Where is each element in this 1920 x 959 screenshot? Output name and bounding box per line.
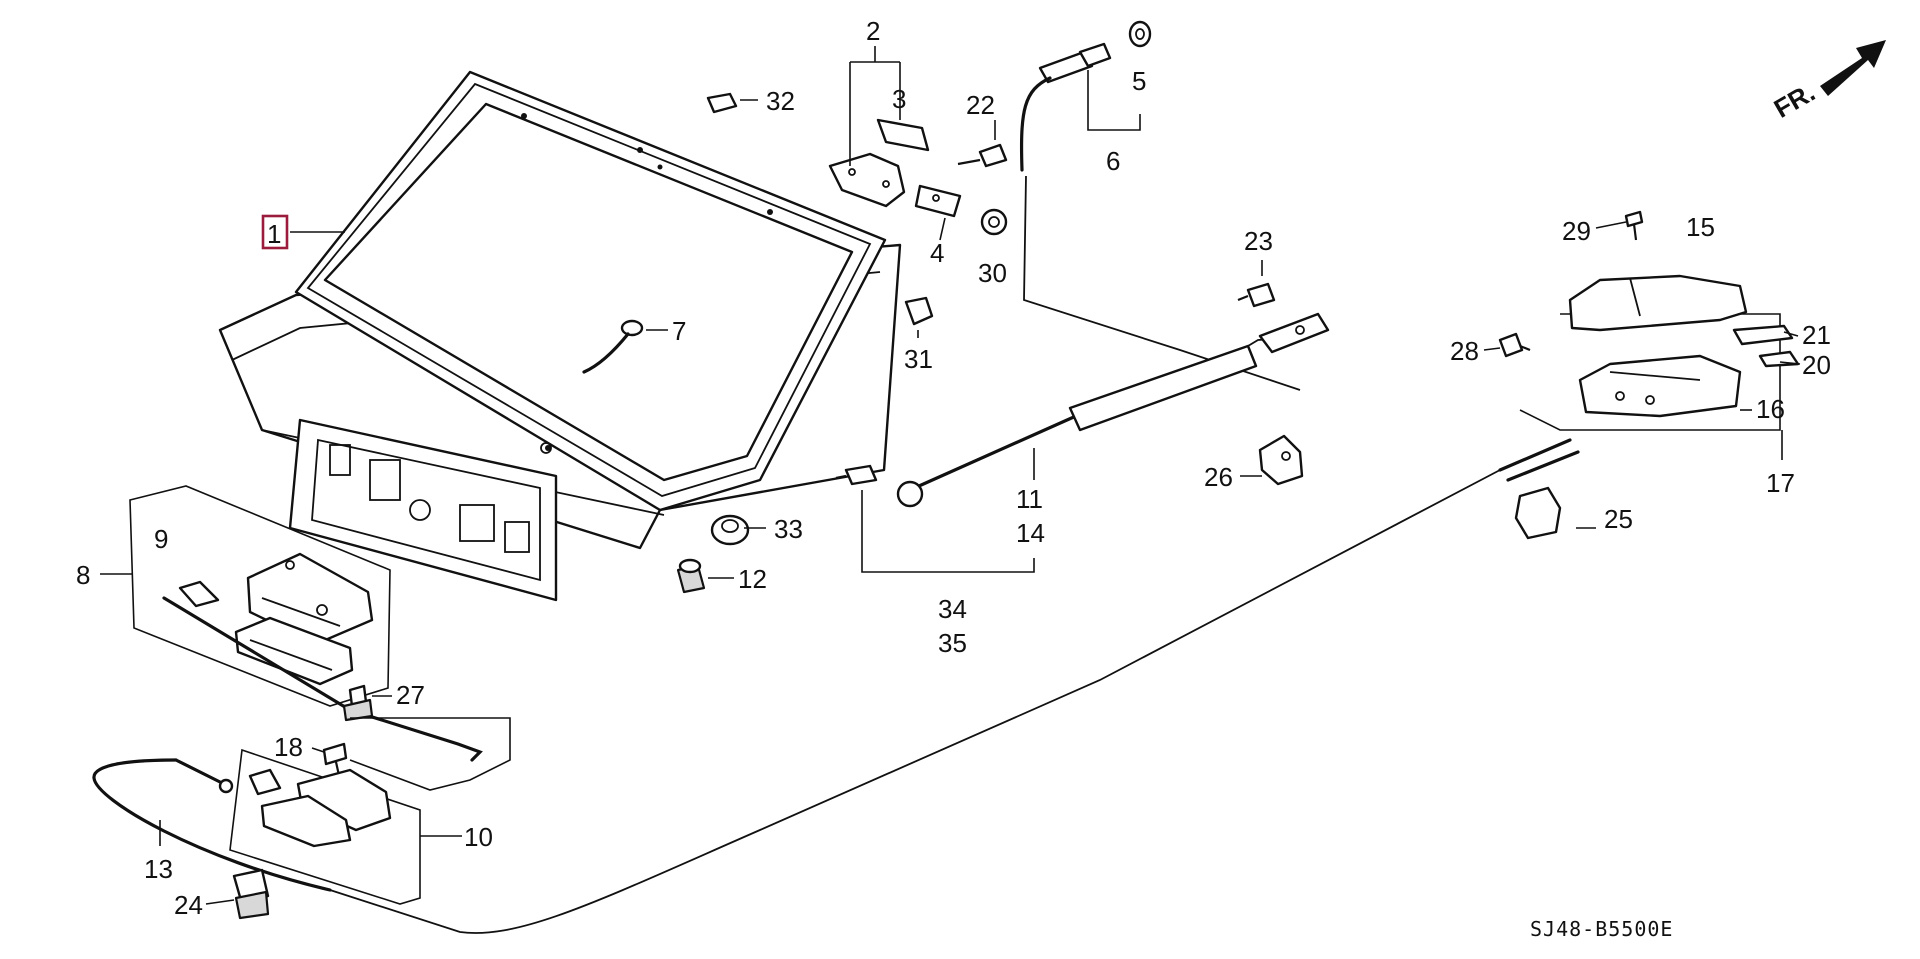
clip-25[interactable] (1514, 486, 1562, 540)
clip-24[interactable] (232, 868, 270, 920)
callout-13[interactable]: 13 (144, 854, 173, 884)
callout-7[interactable]: 7 (672, 316, 686, 346)
callout-30[interactable]: 30 (978, 258, 1007, 288)
clip-26[interactable] (1258, 434, 1304, 486)
callout-4[interactable]: 4 (930, 238, 944, 268)
callout-9[interactable]: 9 (154, 524, 168, 554)
tailgate-assembly[interactable] (218, 70, 902, 602)
callout-15[interactable]: 15 (1686, 212, 1715, 242)
diagram-code: SJ48-B5500E (1530, 917, 1673, 941)
release-cable (329, 469, 1501, 934)
callout-labels: 1 2 3 4 5 6 7 8 9 10 11 14 12 13 15 16 1… (76, 16, 1831, 920)
front-direction-indicator: FR. (1769, 40, 1886, 124)
callout-35[interactable]: 35 (938, 628, 967, 658)
callout-17[interactable]: 17 (1766, 468, 1795, 498)
callout-28[interactable]: 28 (1450, 336, 1479, 366)
callout-27[interactable]: 27 (396, 680, 425, 710)
callout-12[interactable]: 12 (738, 564, 767, 594)
callout-6[interactable]: 6 (1106, 146, 1120, 176)
callout-23[interactable]: 23 (1244, 226, 1273, 256)
callout-1[interactable]: 1 (267, 219, 281, 249)
latch-assembly-8[interactable] (129, 485, 483, 762)
bumper-33[interactable] (710, 514, 750, 546)
front-arrow-icon (1820, 40, 1886, 96)
callout-5[interactable]: 5 (1132, 66, 1146, 96)
callout-3[interactable]: 3 (892, 84, 906, 114)
callout-16[interactable]: 16 (1756, 394, 1785, 424)
callout-2[interactable]: 2 (866, 16, 880, 46)
callout-31[interactable]: 31 (904, 344, 933, 374)
callout-18[interactable]: 18 (274, 732, 303, 762)
lock-assembly-10[interactable] (92, 742, 421, 905)
callout-26[interactable]: 26 (1204, 462, 1233, 492)
opener-assembly-17[interactable] (1498, 210, 1800, 482)
callout-29[interactable]: 29 (1562, 216, 1591, 246)
grommet-5[interactable] (1128, 20, 1152, 48)
callout-20[interactable]: 20 (1802, 350, 1831, 380)
front-direction-label: FR. (1769, 77, 1820, 124)
hinge-parts[interactable] (706, 92, 1008, 326)
callout-33[interactable]: 33 (774, 514, 803, 544)
leader-lines (100, 46, 1801, 905)
callout-25[interactable]: 25 (1604, 504, 1633, 534)
callout-21[interactable]: 21 (1802, 320, 1831, 350)
callout-10[interactable]: 10 (464, 822, 493, 852)
selected-callout-box (261, 214, 289, 250)
clip-27[interactable] (342, 684, 511, 791)
washer-nozzle[interactable] (582, 319, 644, 374)
bumper-12[interactable] (676, 558, 706, 594)
callout-24[interactable]: 24 (174, 890, 203, 920)
callout-11[interactable]: 11 (1016, 484, 1043, 514)
callout-34[interactable]: 34 (938, 594, 967, 624)
callout-8[interactable]: 8 (76, 560, 90, 590)
callout-22[interactable]: 22 (966, 90, 995, 120)
tailgate-strut[interactable] (835, 282, 1330, 508)
callout-14[interactable]: 14 (1016, 518, 1045, 548)
washer-hose[interactable] (1020, 42, 1301, 391)
callout-32[interactable]: 32 (766, 86, 795, 116)
